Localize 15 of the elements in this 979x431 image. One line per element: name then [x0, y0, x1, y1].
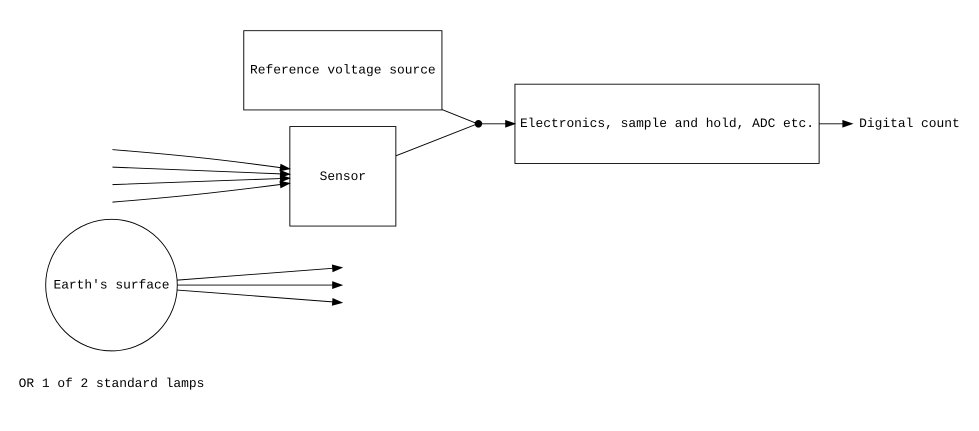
node-label: OR 1 of 2 standard lamps — [18, 376, 204, 392]
arrow — [112, 174, 292, 203]
node-box: Sensor — [289, 126, 396, 227]
node-switch — [474, 120, 482, 128]
node-box: Electronics, sample and hold, ADC etc. — [514, 84, 820, 164]
node-text: Digital count — [859, 116, 960, 132]
connector — [442, 109, 476, 124]
arrow — [176, 264, 344, 281]
arrow — [177, 281, 344, 289]
arrow — [818, 120, 854, 128]
node-circle: Earth's surface — [45, 218, 178, 352]
connector — [395, 124, 476, 156]
arrow — [176, 290, 344, 306]
node-box: Reference voltage source — [243, 30, 442, 110]
arrow — [482, 120, 516, 128]
